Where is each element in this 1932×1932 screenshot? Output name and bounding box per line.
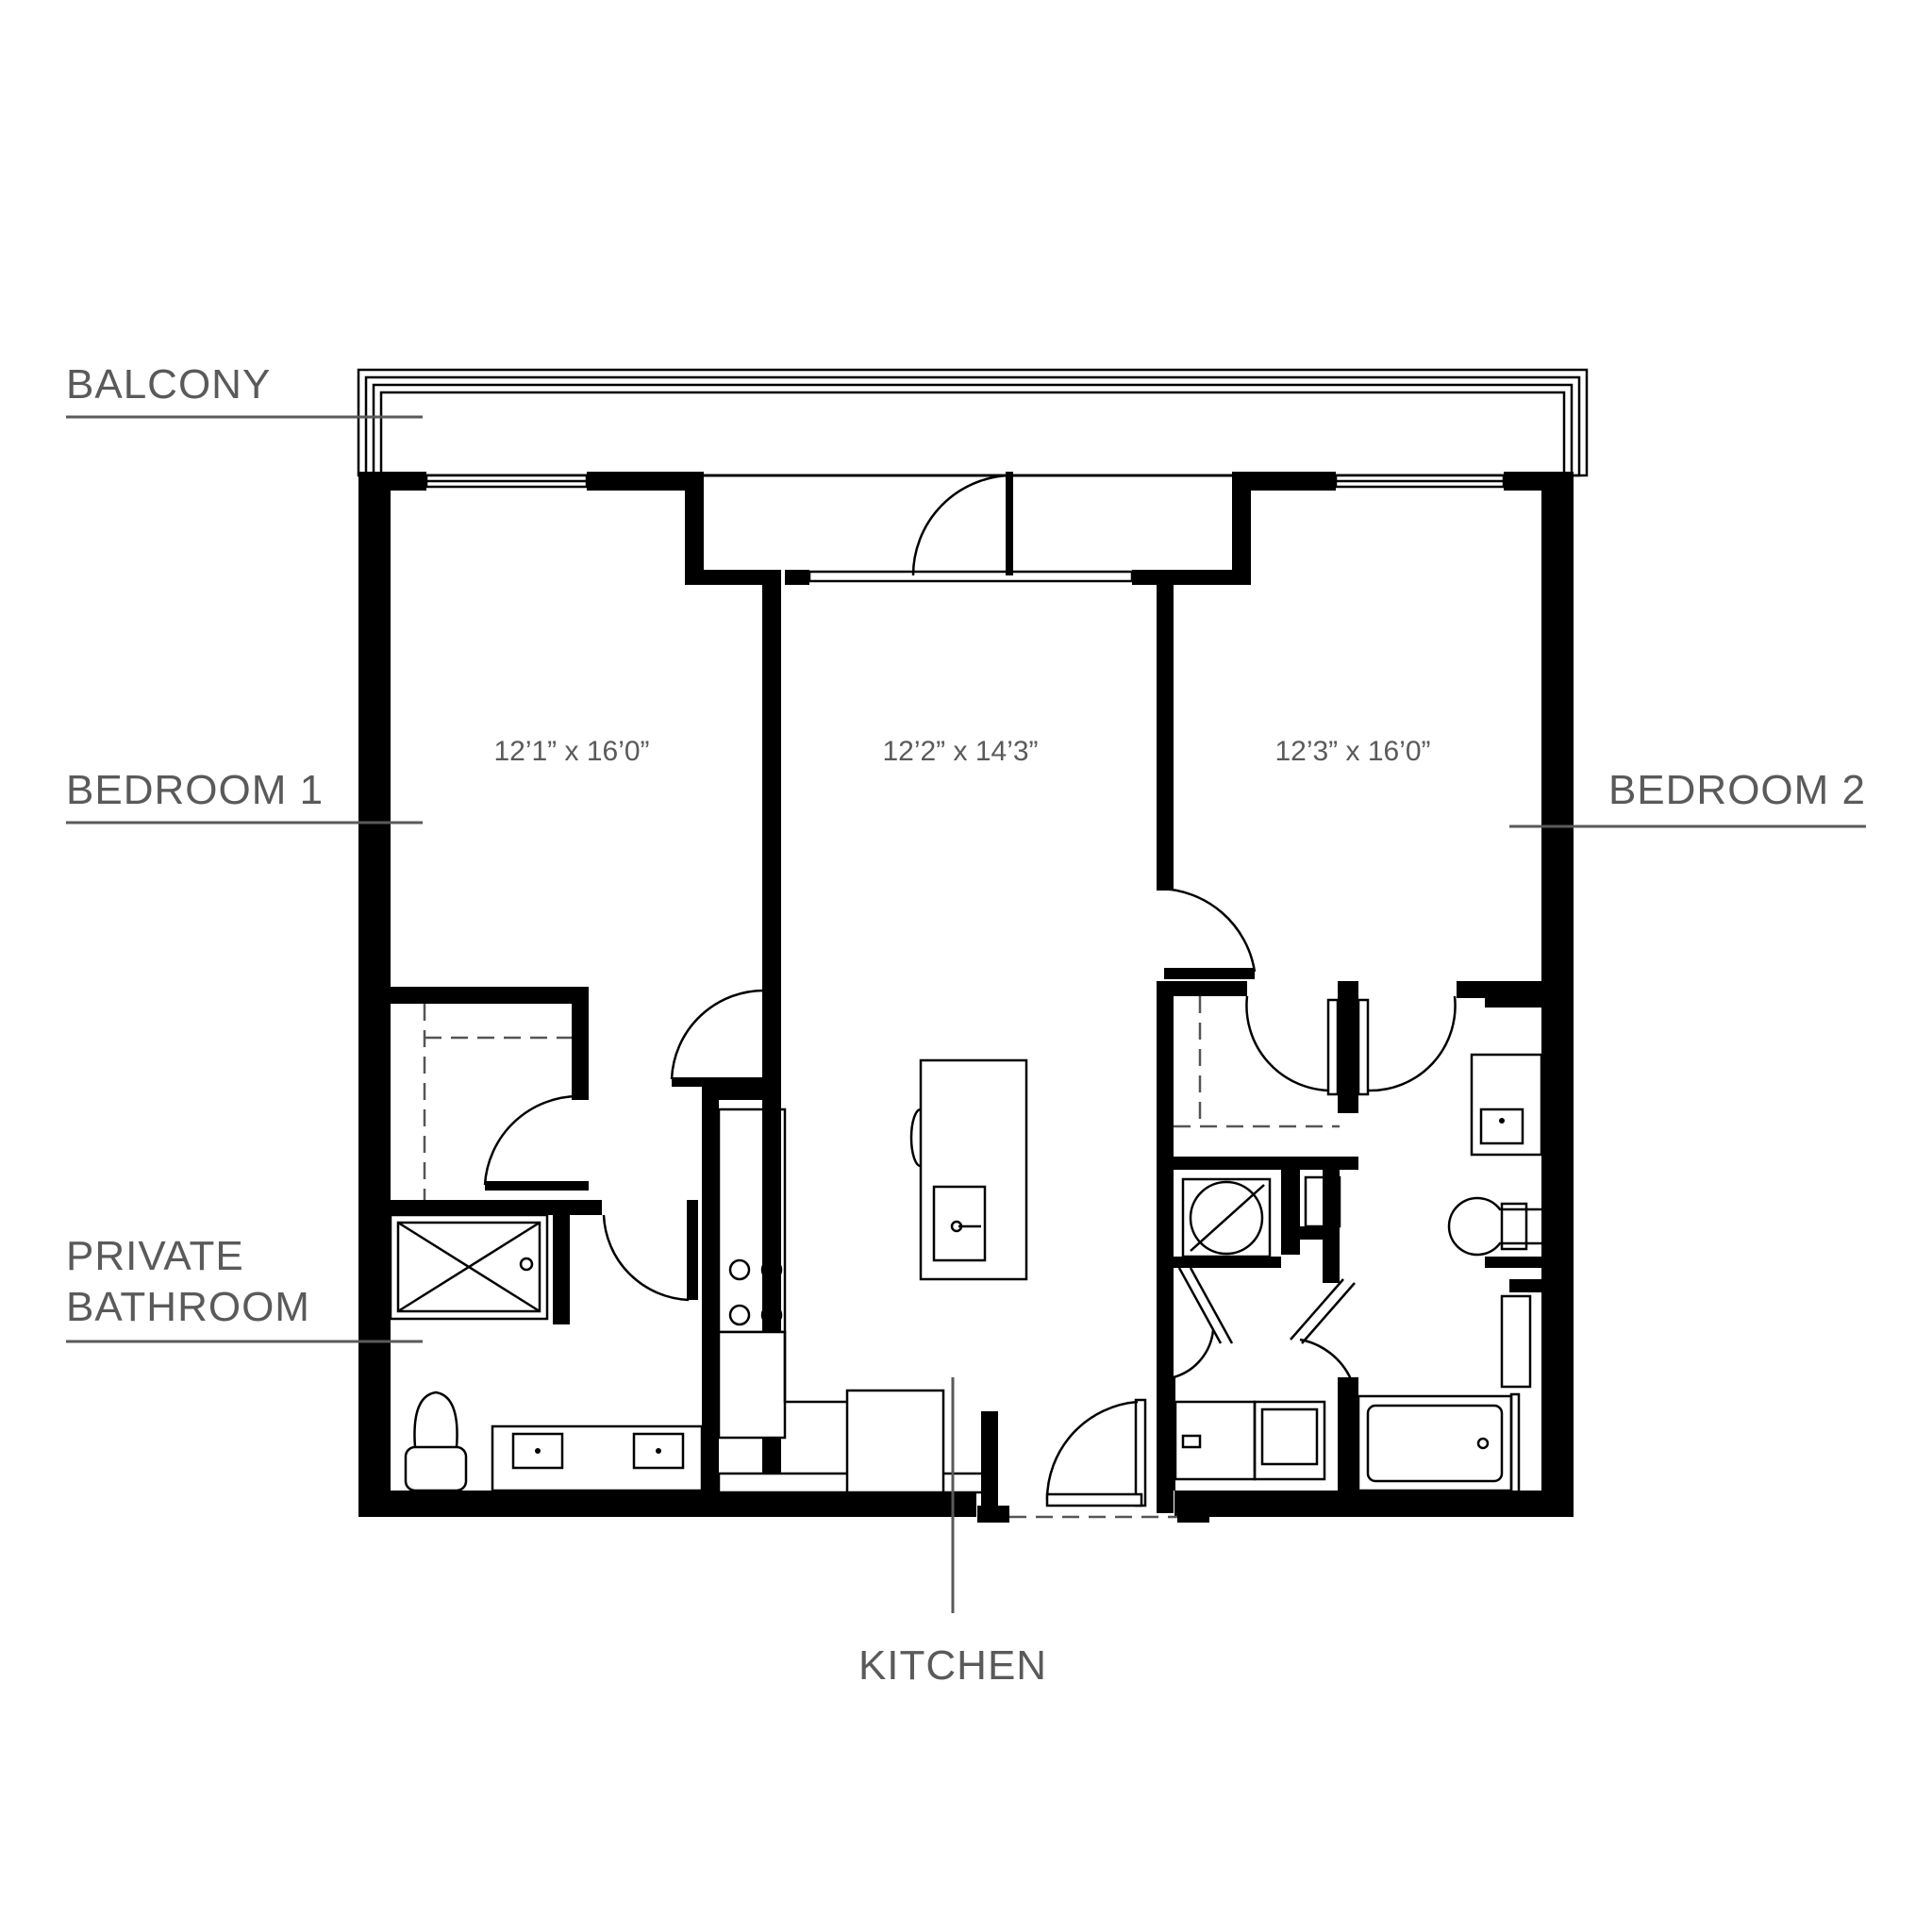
kitchen-label: KITCHEN [858,1642,1047,1689]
balcony-railing [357,368,1589,477]
water-heater-icon [1181,1177,1272,1258]
entry-door [977,1398,1209,1523]
bedroom2-label: BEDROOM 2 [1608,767,1866,813]
kitchen-island-icon [909,1058,1028,1281]
bedroom2-dimensions: 12’3” x 16’0” [1274,736,1430,767]
bathtub-icon [1357,1392,1521,1494]
stove-icon [728,1258,783,1326]
balcony-door [911,472,1013,576]
bedroom1-dimensions: 12’1” x 16’0” [493,736,649,767]
double-vanity-icon [491,1424,704,1492]
washer-dryer-icon [1174,1400,1326,1481]
shower-icon [389,1213,549,1321]
interior-walls [389,585,1543,1523]
windows [425,474,1506,583]
toilet-icon [404,1391,468,1492]
private-bathroom-label-line2: BATHROOM [66,1284,310,1330]
bedroom1-label: BEDROOM 1 [66,767,324,813]
living-dimensions: 12’2” x 14’3” [882,736,1038,767]
private-bathroom-label-line1: PRIVATE [66,1233,244,1279]
balcony-label: BALCONY [66,361,271,408]
